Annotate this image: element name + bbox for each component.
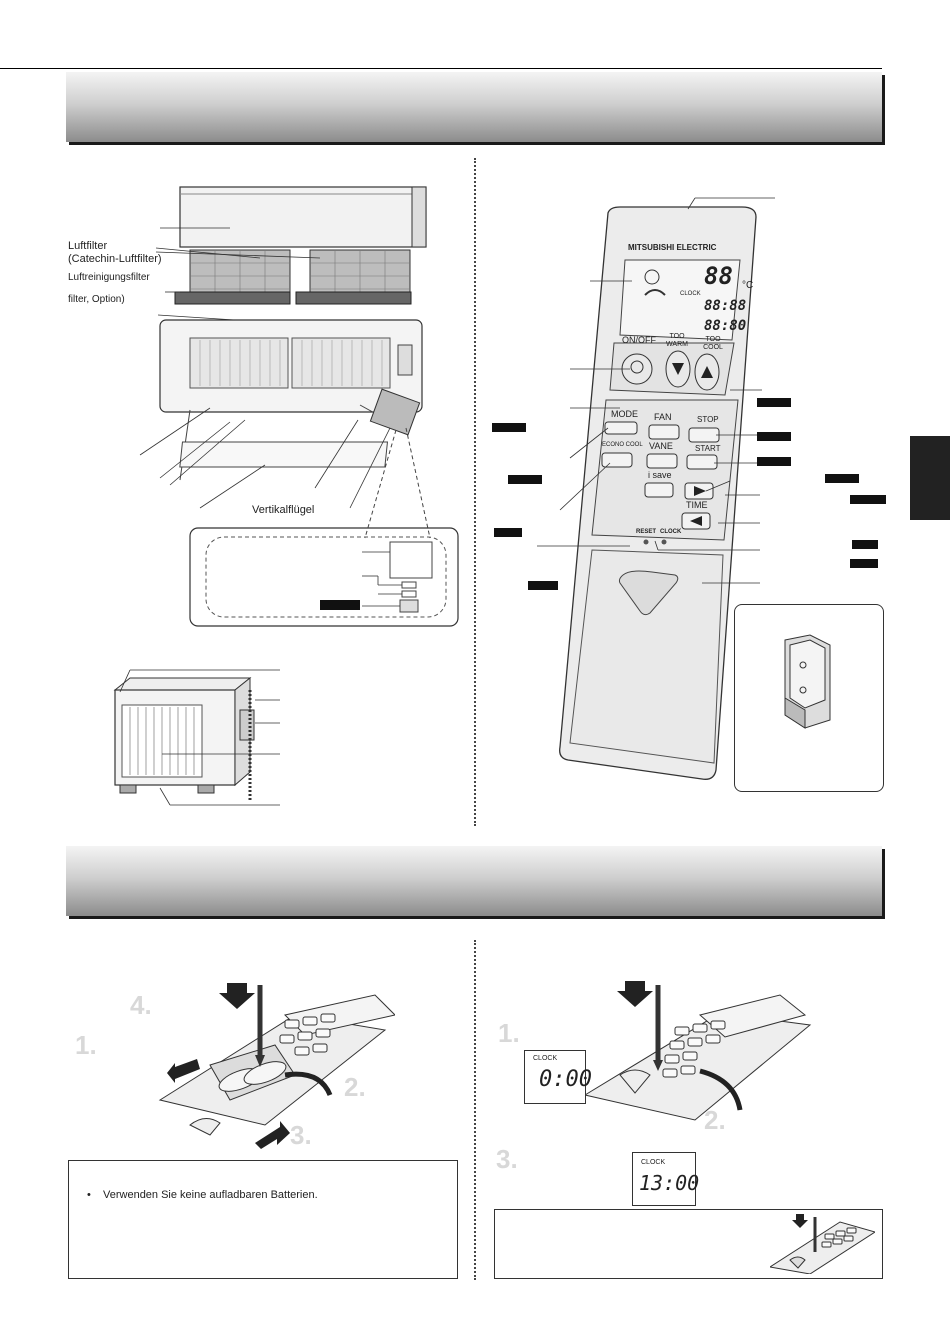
battery-note-box: • Verwenden Sie keine aufladbaren Batter… [68, 1160, 458, 1279]
lcd-clock-set: CLOCK 13:00 [632, 1152, 700, 1206]
lcd-time-set: 13:00 [639, 1171, 700, 1195]
remote-label-onoff: ON/OFF [622, 335, 656, 345]
indoor-unit-diagram [139, 186, 459, 627]
battery-cover-arrow [618, 570, 679, 616]
lcd-clock-blinking: CLOCK 0:00 [524, 1050, 592, 1104]
remote-label-time: TIME [686, 500, 708, 510]
battery-step-4: 4. [130, 990, 152, 1020]
remote-label-mode: MODE [611, 409, 638, 419]
label-air-filter: Luftfilter (Catechin-Luftfilter) [68, 240, 162, 265]
remote-label-too-warm: TOO WARM [666, 333, 688, 348]
cleaning-filter-right [295, 291, 412, 305]
chapter-tab [910, 436, 950, 520]
section-banner-top [66, 72, 882, 142]
mode-button[interactable] [604, 421, 638, 435]
remote-brand: MITSUBISHI ELECTRIC [628, 243, 717, 252]
remote-label-start: START [695, 444, 721, 453]
fan-button[interactable] [648, 424, 680, 440]
remote-display-unit: °C [742, 280, 754, 291]
clock-button[interactable] [661, 539, 667, 545]
cleaning-filter-left [174, 291, 291, 305]
isave-button[interactable] [644, 482, 674, 498]
column-divider-bottom [474, 940, 476, 1280]
top-rule [0, 68, 882, 69]
clock-set-illustration [583, 981, 812, 1121]
clock-step-2: 2. [704, 1105, 726, 1135]
remote-label-isave: i save [648, 470, 672, 480]
remote-holder-icon [784, 634, 831, 729]
remote-label-vane: VANE [649, 441, 673, 451]
lcd-time-blinking: 0:00 [539, 1067, 592, 1092]
clock-note-illustration [770, 1214, 875, 1274]
label-vertical-vane: Vertikalflügel [252, 504, 315, 516]
remote-display-temp: 88 [704, 262, 733, 290]
front-panel [179, 186, 427, 248]
battery-note-bullet: • [87, 1189, 91, 1201]
battery-step-3: 3. [290, 1120, 312, 1150]
remote-display-clock: CLOCK [680, 291, 701, 297]
start-button[interactable] [686, 454, 718, 470]
horizontal-vane [179, 441, 389, 468]
clock-step-1: 1. [498, 1018, 520, 1048]
remote-label-econo: ECONO COOL [602, 442, 643, 448]
battery-note-text: Verwenden Sie keine aufladbaren Batterie… [103, 1189, 318, 1201]
lcd-clock-label-1: CLOCK [533, 1055, 558, 1062]
battery-insertion-illustration [158, 983, 395, 1149]
reset-button[interactable] [643, 539, 649, 545]
section-banner-bottom [66, 846, 882, 916]
econo-cool-button[interactable] [601, 452, 633, 468]
label-cleaning-filter-sub: filter, Option) [68, 294, 125, 305]
battery-step-1: 1. [75, 1030, 97, 1060]
remote-lcd [619, 259, 741, 341]
remote-display-time1: 88:88 [704, 298, 747, 314]
remote-label-too-cool: TOO COOL [703, 336, 723, 351]
remote-label-clock: CLOCK [660, 529, 682, 535]
vane-button[interactable] [646, 453, 678, 469]
column-divider-top [474, 158, 476, 826]
outdoor-unit-diagram [113, 669, 280, 806]
stop-button[interactable] [688, 427, 720, 443]
remote-display-time2: 88:80 [704, 318, 747, 334]
battery-step-2: 2. [344, 1072, 366, 1102]
remote-label-fan: FAN [654, 412, 672, 422]
remote-control-diagram [492, 197, 886, 780]
remote-label-stop: STOP [697, 415, 719, 424]
clock-step-3: 3. [496, 1144, 518, 1174]
label-cleaning-filter: Luftreinigungsfilter [68, 272, 150, 283]
lcd-clock-label-2: CLOCK [641, 1159, 666, 1166]
remote-label-reset: RESET [636, 529, 657, 535]
